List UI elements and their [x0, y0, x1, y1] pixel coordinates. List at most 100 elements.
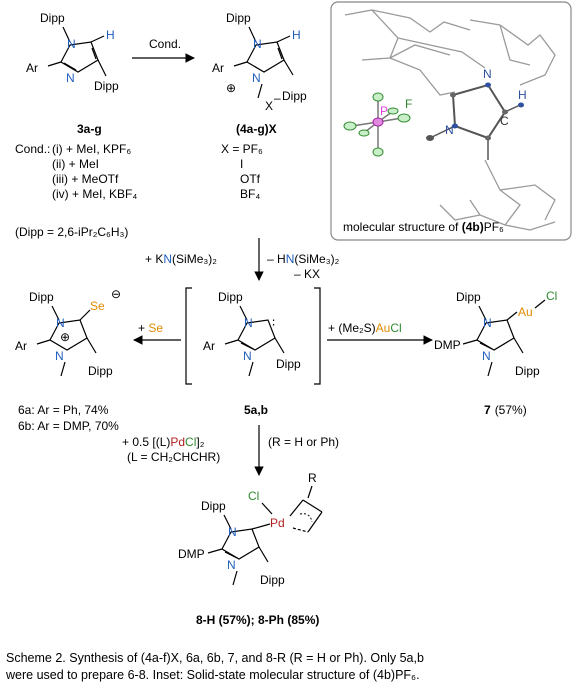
molecule-wireframe: [344, 9, 556, 231]
pf6-anion: P F: [343, 92, 412, 157]
reaction-scheme: Dipp N N H Ar Dipp 3a-g Cond. Dipp N N H…: [15, 1, 572, 627]
dipp-label: Dipp: [282, 89, 307, 103]
dipp-label: Dipp: [40, 11, 65, 25]
n-atom-label: N: [56, 316, 65, 330]
inset-c-label: C: [500, 114, 509, 128]
byproduct-1: – HN(SiMe₃)₂: [267, 252, 340, 266]
n-atom-label: N: [67, 37, 76, 51]
x-equals-label: X = PF₆: [221, 142, 263, 156]
compound-6b-yield: 6b: Ar = DMP, 70%: [18, 419, 119, 433]
x-value: OTf: [240, 172, 261, 186]
compound-6a-yield: 6a: Ar = Ph, 74%: [18, 403, 109, 417]
palladium-reagent: + 0.5 [(L)PdCl]₂: [122, 435, 205, 449]
inset-f-label: F: [405, 97, 412, 111]
dipp-label: Dipp: [515, 364, 540, 378]
dipp-label: Dipp: [94, 79, 119, 93]
dipp-label: Dipp: [276, 357, 301, 371]
r-condition: (R = H or Ph): [268, 435, 339, 449]
inset-frame: [330, 1, 572, 241]
condition-item: (iv) + MeI, KBF₄: [52, 187, 137, 201]
caption-line-2: were used to prepare 6-8. Inset: Solid-s…: [6, 668, 420, 682]
condition-item: (iii) + MeOTf: [52, 172, 119, 186]
compound-6-structure: Dipp N N ⊕ Se ⊖ Ar Dipp 6a: Ar = Ph, 74%…: [15, 287, 121, 433]
carbene-lone-pair: ∶: [272, 316, 275, 330]
dipp-definition: (Dipp = 2,6-iPr₂C₆H₃): [15, 225, 128, 239]
n-atom-label: N: [482, 349, 491, 363]
compound-7-label: 7(57%): [484, 403, 527, 417]
dmp-label: DMP: [178, 547, 205, 561]
gold-reagent: + (Me₂S)AuCl: [328, 321, 402, 335]
atom-ellipsoid: [485, 135, 491, 141]
h-atom-label: H: [106, 28, 115, 42]
n-atom-label: N: [227, 558, 236, 572]
carbene-5-structure: Dipp N N ∶ Ar Dipp 5a,b: [185, 287, 321, 417]
inset-h-label: H: [518, 88, 527, 102]
n-atom-label: N: [252, 71, 261, 85]
compound-4-structure: Dipp N N H Ar Dipp ⊕ X – (4a-g)X: [212, 11, 307, 136]
compound-3-label: 3a-g: [77, 122, 102, 136]
dipp-label: Dipp: [456, 290, 481, 304]
x-value: BF₄: [240, 187, 260, 201]
conditions-title: Cond.:: [15, 142, 50, 156]
n-atom-label: N: [66, 71, 75, 85]
plus-charge-icon: ⊕: [226, 81, 236, 95]
r-group-label: R: [308, 471, 317, 485]
compound-8-label: 8-H (57%); 8-Ph (85%): [196, 613, 319, 627]
figure-caption: Scheme 2. Synthesis of (4a-f)X, 6a, 6b, …: [6, 650, 568, 684]
byproduct-2: – KX: [294, 267, 320, 281]
atom-ellipsoid: [426, 135, 434, 141]
h-atom-label: H: [292, 28, 301, 42]
compound-5-label: 5a,b: [244, 403, 268, 417]
ar-label: Ar: [15, 339, 27, 353]
atom-ellipsoid: [502, 109, 508, 115]
inset-caption: molecular structure of (4b)PF₆: [343, 220, 504, 234]
se-atom-label: Se: [90, 299, 105, 313]
inset-p-label: P: [380, 104, 388, 118]
plus-charge-icon: ⊕: [60, 330, 70, 344]
cl-atom-label: Cl: [546, 289, 557, 303]
x-value: I: [240, 157, 243, 171]
dipp-label: Dipp: [29, 290, 54, 304]
selenium-reagent: + Se: [138, 321, 163, 335]
dipp-label: Dipp: [226, 11, 251, 25]
atom-ellipsoid: [518, 102, 524, 108]
imidazolium-ring: [451, 83, 507, 140]
n-atom-label: N: [55, 349, 64, 363]
conditions-list: Cond.: (i) + MeI, KPF₆ (ii) + MeI (iii) …: [15, 142, 263, 239]
atom-ellipsoid: [450, 92, 456, 98]
dmp-label: DMP: [434, 338, 461, 352]
caption-line-1: Scheme 2. Synthesis of (4a-f)X, 6a, 6b, …: [6, 651, 424, 665]
n-atom-label: N: [244, 316, 253, 330]
compound-7-structure: Dipp N N Au Cl DMP Dipp 7(57%): [434, 289, 557, 417]
counterion-minus: –: [274, 91, 281, 105]
n-atom-label: N: [228, 525, 237, 539]
base-reagent: + KN(SiMe₃)₂: [145, 252, 217, 266]
n-atom-label: N: [483, 316, 492, 330]
dipp-label: Dipp: [218, 290, 243, 304]
pd-atom-label: Pd: [270, 516, 285, 530]
dipp-label: Dipp: [88, 364, 113, 378]
au-atom-label: Au: [518, 305, 533, 319]
inset-n-label: N: [445, 123, 454, 137]
n-atom-label: N: [253, 37, 262, 51]
dipp-label: Dipp: [260, 573, 285, 587]
condition-item: (ii) + MeI: [52, 157, 99, 171]
inset-n-label: N: [483, 67, 492, 81]
condition-item: (i) + MeI, KPF₆: [52, 142, 131, 156]
atom-ellipsoid: [485, 82, 491, 88]
ar-label: Ar: [203, 339, 215, 353]
ar-label: Ar: [26, 61, 38, 75]
n-atom-label: N: [243, 349, 252, 363]
cond-arrow-label: Cond.: [149, 37, 181, 51]
ligand-definition: (L = CH₂CHCHR): [127, 450, 220, 464]
ar-label: Ar: [212, 61, 224, 75]
compound-4-label: (4a-g)X: [236, 122, 277, 136]
compound-8-structure: Dipp N N Pd Cl R DMP Dipp 8-H (57%); 8-P…: [178, 471, 323, 627]
crystal-structure-inset: N N C H P F molecular structure of (4b)P…: [330, 1, 572, 241]
atom-ellipsoid: [452, 123, 458, 129]
cl-atom-label: Cl: [248, 489, 259, 503]
minus-charge-icon: ⊖: [111, 287, 121, 301]
counterion-x: X: [265, 99, 273, 113]
dipp-label: Dipp: [201, 499, 226, 513]
compound-3-structure: Dipp N N H Ar Dipp 3a-g: [26, 11, 119, 136]
